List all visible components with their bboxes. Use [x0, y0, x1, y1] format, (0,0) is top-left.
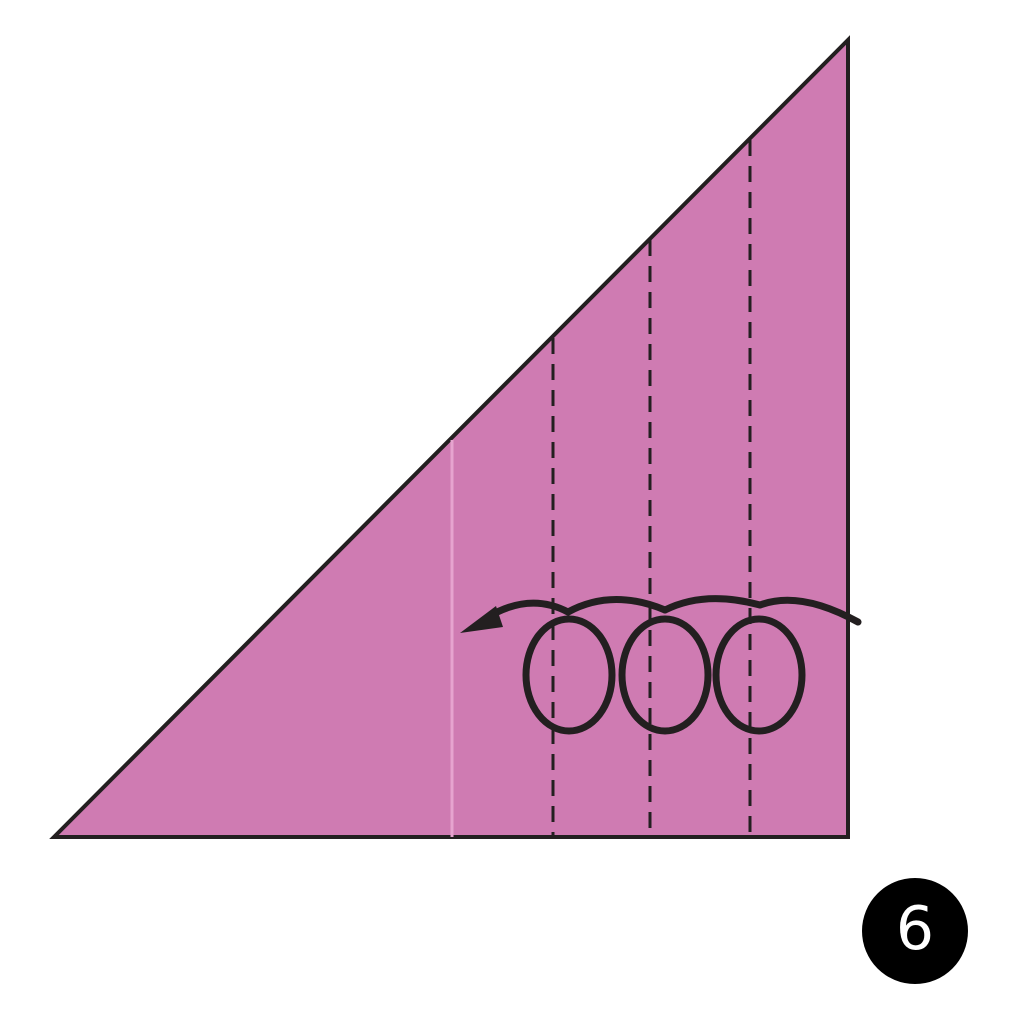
pleat-fold-arrow [484, 595, 862, 735]
step-number: 6 [895, 894, 935, 964]
arrow-head [460, 606, 503, 633]
step-number-badge: 6 [862, 878, 968, 984]
